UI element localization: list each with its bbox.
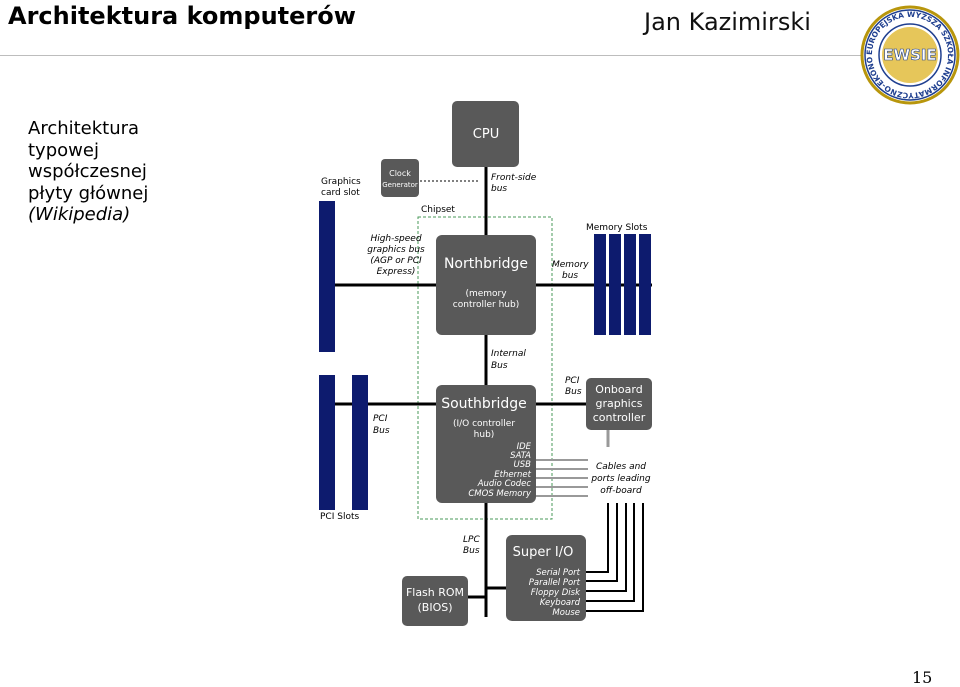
logo-text: EWSIE [883,46,936,64]
sb-port-usb: USB [514,460,532,470]
caption-line-1: Architektura [28,118,140,139]
memory-bus-label-1: Memory [552,260,589,270]
front-side-label-2: bus [491,184,507,194]
memory-slot-4 [639,234,651,335]
internal-bus-label-1: Internal [491,349,526,359]
clock-label-1: Clock [389,169,411,178]
southbridge-box [436,385,536,503]
sio-port-serial: Serial Port [536,568,581,578]
onboard-label-1: Onboard [595,383,642,396]
caption-line-4: płyty głównej [28,182,149,204]
cpu-box [452,101,519,167]
flash-label-1: Flash ROM [406,586,464,599]
chipset-label: Chipset [421,205,455,215]
pci-slot-1 [319,375,335,510]
superio-ports: Serial Port Parallel Port Floppy Disk Ke… [529,568,581,618]
lpc-bus-label-1: LPC [463,535,480,545]
ewsie-logo: EUROPEJSKA WYŻSZA SZKOŁA INFORMATYCZNO-E… [860,0,960,105]
northbridge-box [436,235,536,335]
onboard-graphics-box [586,378,652,430]
caption-line-3: współczesnej [28,161,147,183]
graphics-slot-label-2: card slot [321,188,360,198]
sb-port-cmos: CMOS Memory [468,489,532,499]
northbridge-sub-2: controller hub) [453,300,519,310]
southbridge-ports: IDE SATA USB Ethernet Audio Codec CMOS M… [468,442,532,499]
pci-bus-right-label-1: PCI [565,376,580,386]
superio-label: Super I/O [513,545,574,560]
onboard-label-2: graphics [595,397,642,410]
memory-slot-1 [594,234,606,335]
slide-caption: Architektura typowej współczesnej płyty … [28,118,148,226]
hs-bus-label-4: Express) [377,267,416,277]
graphics-card-slot [319,201,335,352]
southbridge-sub-1: (I/O controller [453,419,515,429]
pci-bus-left-label-1: PCI [373,414,388,424]
lpc-bus-label-2: Bus [463,546,480,556]
cables-label-3: off-board [600,486,642,496]
clock-label-2: Generator [382,181,418,189]
sio-port-mouse: Mouse [552,608,580,618]
slide-title: Architektura komputerów [8,2,356,30]
memory-slot-3 [624,234,636,335]
sb-port-ethernet: Ethernet [494,470,531,480]
northbridge-sub-1: (memory [465,289,507,299]
motherboard-diagram: Chipset CPU Clock Generator Northbridge [319,101,652,626]
sio-port-keyboard: Keyboard [540,598,581,608]
hs-bus-label-1: High-speed [370,234,421,244]
cables-label-2: ports leading [590,474,650,484]
cables-label-1: Cables and [596,462,646,472]
southbridge-port-lines [536,459,588,497]
memory-bus-label-2: bus [562,271,578,281]
caption-line-5: (Wikipedia) [28,204,131,226]
sb-port-audio: Audio Codec [477,479,532,489]
hs-bus-label-2: graphics bus [367,245,425,255]
cpu-label: CPU [473,127,499,142]
flash-label-2: (BIOS) [417,601,452,614]
graphics-slot-label-1: Graphics [321,177,361,187]
pci-bus-left-label-2: Bus [373,426,390,436]
clock-generator-box [381,159,419,197]
front-side-label-1: Front-side [491,173,537,183]
northbridge-label: Northbridge [444,256,528,272]
hs-bus-label-3: (AGP or PCI [370,256,422,266]
flash-rom-box [402,576,468,626]
page-number: 15 [912,668,933,687]
internal-bus-label-2: Bus [491,361,508,371]
southbridge-sub-2: hub) [474,430,495,440]
southbridge-label: Southbridge [441,396,527,412]
sio-port-floppy: Floppy Disk [531,588,581,598]
superio-cable-lines [582,503,644,612]
pci-slot-2 [352,375,368,510]
author-name: Jan Kazimirski [644,8,811,36]
header-divider [0,55,862,56]
sb-port-ide: IDE [517,442,532,452]
superio-box [506,535,586,621]
onboard-label-3: controller [593,411,646,424]
sb-port-sata: SATA [510,451,531,461]
sio-port-parallel: Parallel Port [529,578,581,588]
pci-slots-label: PCI Slots [320,512,359,522]
memory-slot-2 [609,234,621,335]
memory-slots-label: Memory Slots [586,223,648,233]
pci-bus-right-label-2: Bus [565,387,582,397]
caption-line-2: typowej [28,139,99,161]
